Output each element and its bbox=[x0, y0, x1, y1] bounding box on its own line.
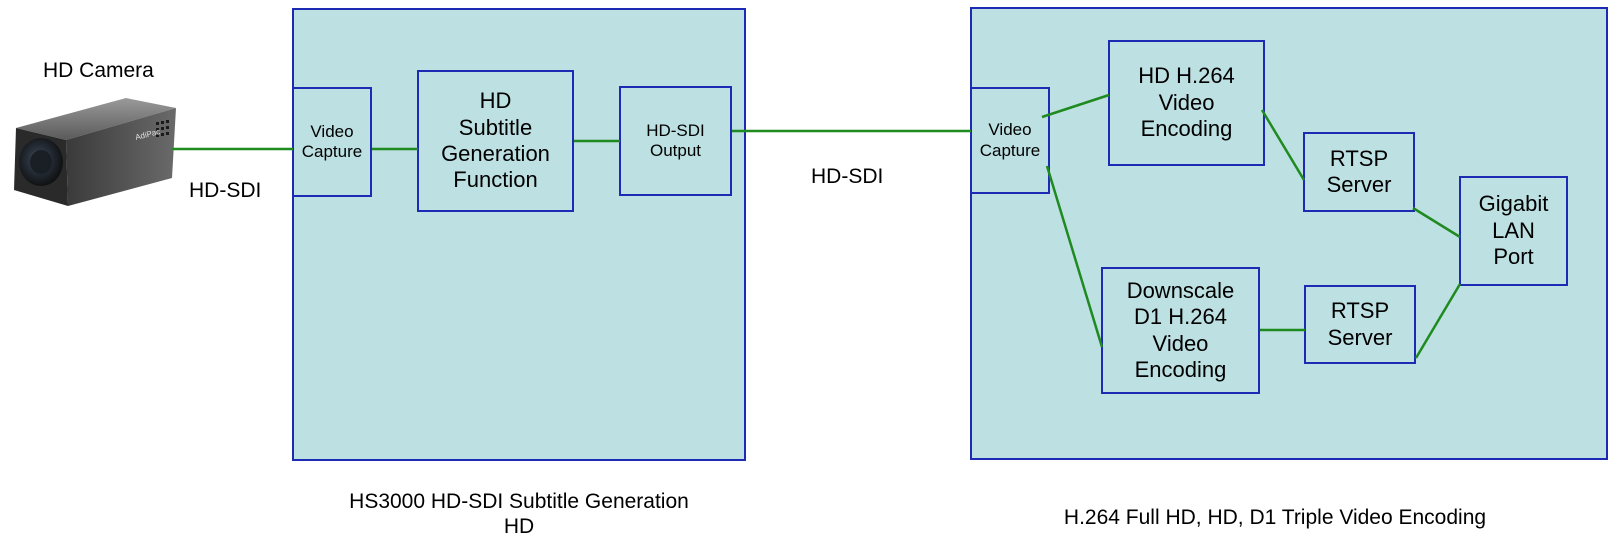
hs3000-video-capture-box: Video Capture bbox=[292, 87, 372, 197]
hd-encoding-to-rtsp-wire bbox=[1260, 109, 1306, 181]
hd-h264-encoding-box: HD H.264 Video Encoding bbox=[1108, 40, 1265, 166]
d1-h264-encoding-box: Downscale D1 H.264 Video Encoding bbox=[1101, 267, 1260, 394]
rtsp-server-top-box: RTSP Server bbox=[1303, 132, 1415, 212]
rtsp-bottom-to-lan-wire bbox=[1414, 283, 1462, 359]
encoder-caption: H.264 Full HD, HD, D1 Triple Video Encod… bbox=[1063, 506, 1487, 529]
capture-to-hd-encoding-wire bbox=[1041, 93, 1110, 119]
capture-to-d1-encoding-wire bbox=[1045, 165, 1104, 348]
hd-camera-image: AdiPac bbox=[14, 98, 176, 206]
hs3000-caption: HS3000 HD-SDI Subtitle Generation HD bbox=[349, 490, 689, 539]
gigabit-lan-port-box: Gigabit LAN Port bbox=[1459, 176, 1568, 286]
hs3000-panel bbox=[292, 8, 746, 461]
left-hdsdi-label: HD-SDI bbox=[189, 179, 262, 202]
hd-camera-label: HD Camera bbox=[43, 59, 154, 82]
rtsp-server-bottom-box: RTSP Server bbox=[1304, 285, 1416, 364]
encoder-video-capture-box: Video Capture bbox=[970, 87, 1050, 194]
subtitle-generation-box: HD Subtitle Generation Function bbox=[417, 70, 574, 212]
encoder-panel bbox=[970, 7, 1608, 460]
rtsp-top-to-lan-wire bbox=[1412, 206, 1461, 239]
middle-hdsdi-label: HD-SDI bbox=[811, 165, 884, 188]
